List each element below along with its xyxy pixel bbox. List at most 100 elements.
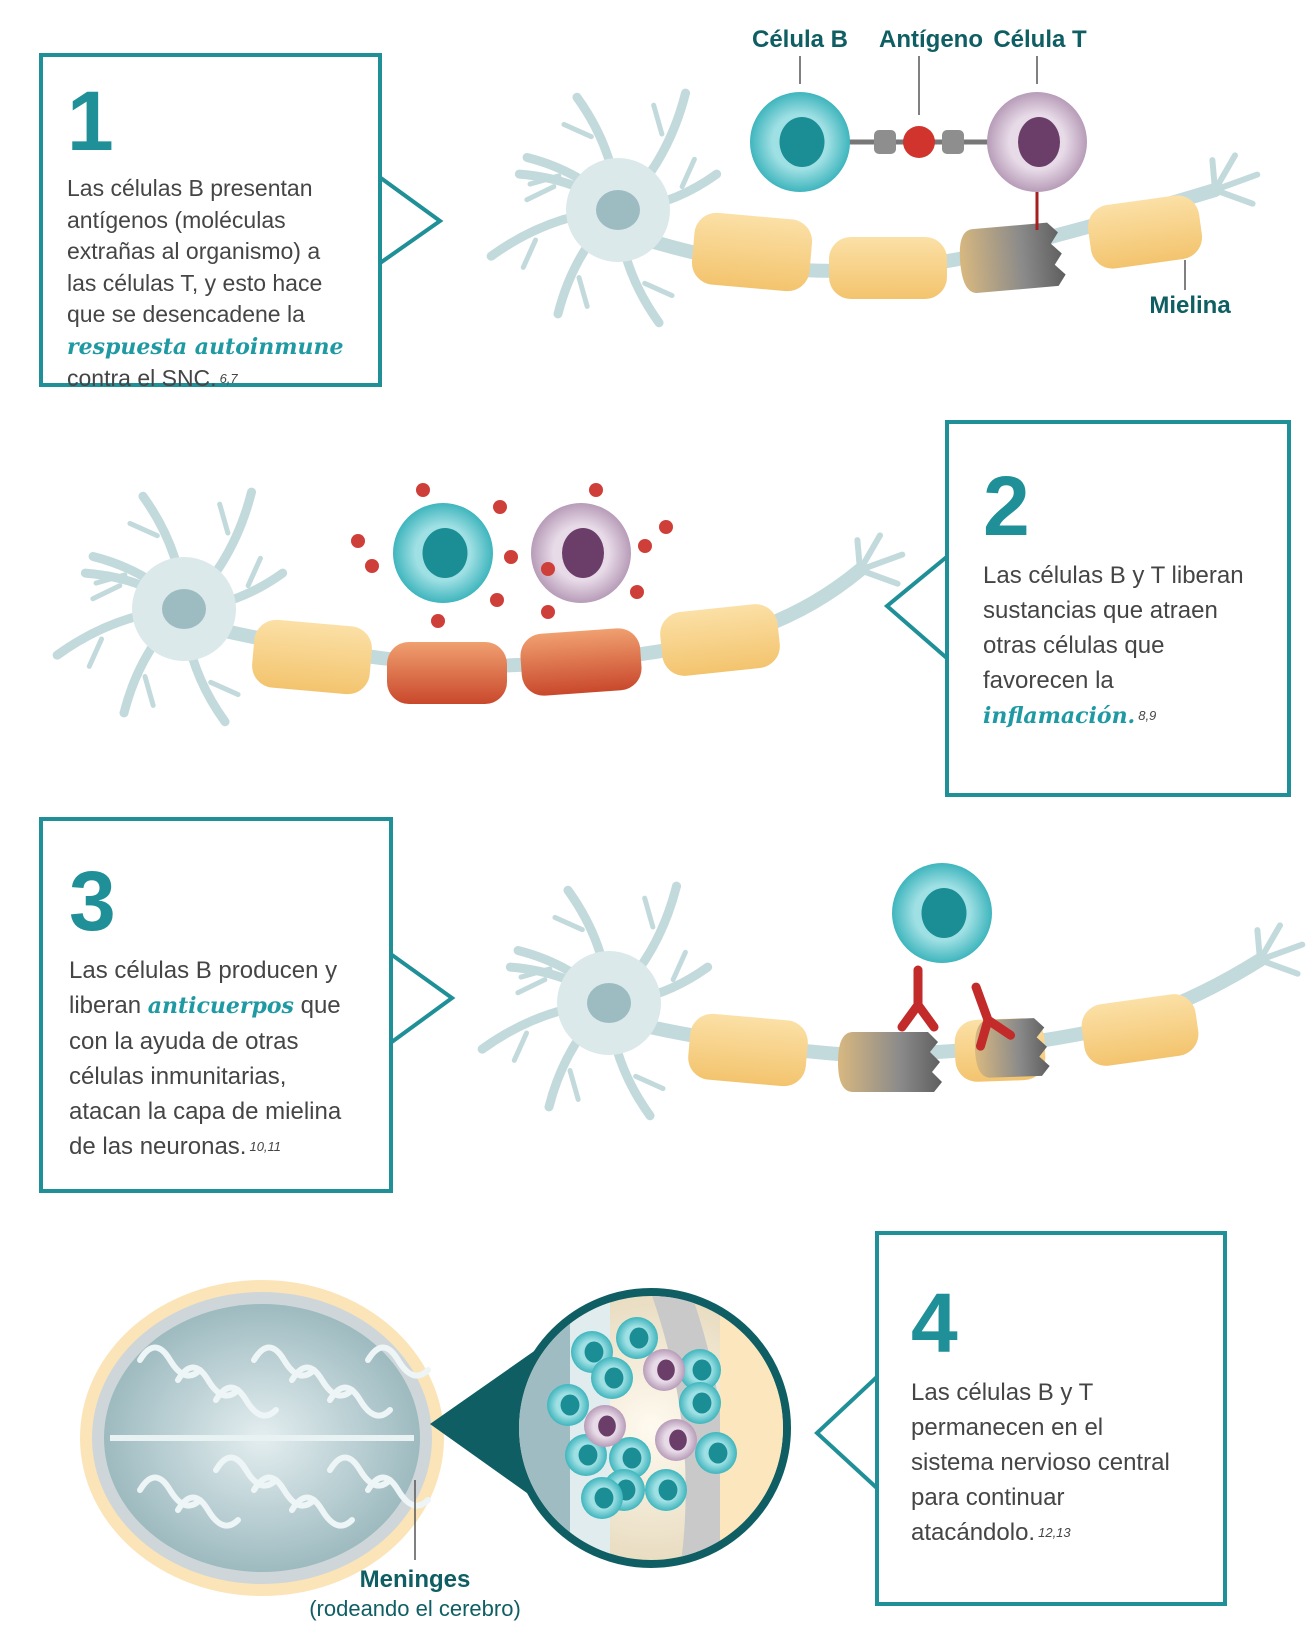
callout-4-pointer [814, 1373, 881, 1492]
t-cell-nucleus [1018, 117, 1060, 167]
axon-terminal [1212, 152, 1238, 193]
brain-gyrus [251, 1474, 317, 1509]
label-antigen: Antígeno [879, 26, 983, 53]
dendrite-branch [515, 977, 548, 996]
dendrite-branch [679, 156, 697, 190]
b-cell-nucleus [560, 1394, 580, 1416]
label-t-cell: Célula T [993, 26, 1087, 53]
step-1-callout: 1 Las células B presentan antígenos (mol… [39, 53, 382, 391]
cytokine-dot [365, 559, 379, 573]
cytokine-dot [493, 500, 507, 514]
axon-terminal [1212, 187, 1256, 207]
brain-gyrus [175, 1494, 241, 1529]
b-cell-nucleus [422, 528, 468, 578]
b-cell-nucleus [921, 888, 967, 938]
axon-terminal [1209, 157, 1218, 193]
step-2-callout: 2 Las células B y T liberan sustancias q… [945, 420, 1291, 797]
scene-4-brain-meninges [80, 1280, 791, 1596]
myelin-segment [387, 642, 507, 704]
axon-terminal [1212, 171, 1261, 193]
b-cell-nucleus [629, 1327, 649, 1349]
step-3-callout: 3 Las células B producen y liberan antic… [39, 817, 393, 1193]
callout-2-pointer [883, 553, 951, 662]
myelin-segment [691, 212, 813, 292]
dendrite-branch [86, 636, 105, 669]
step-number: 2 [983, 459, 1030, 553]
dendrite-branch [567, 1068, 581, 1102]
zoom-content [519, 1296, 783, 1560]
scene-3-antibodies [477, 863, 1306, 1121]
b-cell-nucleus [594, 1487, 614, 1509]
damaged-myelin [838, 1032, 942, 1092]
dendrite-branch [642, 280, 675, 299]
myelin-segment [520, 628, 642, 696]
step-text: Las células B producen y liberan [69, 957, 338, 1019]
brain-gyrus [289, 1494, 355, 1529]
cytokine-dot [541, 562, 555, 576]
dendrite-branch [576, 275, 590, 309]
myelin-segment [829, 237, 947, 299]
b-cell-nucleus [779, 117, 825, 167]
axon-terminal [1257, 922, 1283, 963]
b-cell-nucleus [708, 1442, 728, 1464]
step-text: Las células B presentan antígenos (moléc… [67, 175, 323, 327]
damaged-myelin-shape [838, 1032, 942, 1092]
reference: 6,7 [219, 371, 238, 386]
brain-gyrus [213, 1454, 279, 1489]
antibody [971, 982, 1016, 1051]
brain-gyrus [365, 1344, 431, 1379]
label-b-cell: Célula B [751, 26, 849, 53]
scene-1-antigen-presentation [486, 56, 1261, 328]
dendrite-branch [208, 679, 241, 698]
neuron-nucleus [587, 983, 631, 1023]
cytokine-dot [490, 593, 504, 607]
dendrite-branch [127, 520, 160, 539]
brain-gyrus [365, 1474, 431, 1509]
t-cell-nucleus [598, 1415, 616, 1437]
dendrite-branch [552, 914, 585, 933]
dendrite-branch [90, 583, 123, 602]
cytokine-dot [589, 483, 603, 497]
antigen [903, 126, 935, 158]
axon-terminal [857, 567, 901, 587]
antibody-shape [971, 982, 1016, 1051]
brain-gyrus [175, 1364, 241, 1399]
label-myelin: Mielina [1149, 292, 1231, 319]
myelin-segment [660, 604, 780, 676]
cytokine-dot [630, 585, 644, 599]
dendrite-branch [642, 895, 656, 930]
myelin-segment [688, 1013, 808, 1087]
brain-gyrus [137, 1474, 203, 1509]
dendrite-branch [524, 184, 557, 203]
cytokine-dot [351, 534, 365, 548]
antibody-shape [897, 965, 939, 1032]
highlight-term: anticuerpos [147, 993, 294, 1019]
step-4-callout: 4 Las células B y T permanecen en el sis… [875, 1231, 1227, 1606]
receptor [942, 130, 964, 154]
damaged-myelin-shape [959, 222, 1066, 293]
b-cell-nucleus [692, 1359, 712, 1381]
axon-terminal [854, 537, 863, 573]
cytokine-dot [638, 539, 652, 553]
axon-terminal [1257, 941, 1306, 963]
step-text-end: contra el SNC. [67, 365, 217, 391]
brain-gyrus [289, 1364, 355, 1399]
axon-terminal [1257, 957, 1301, 977]
reference: 8,9 [1138, 708, 1157, 723]
dendrite-branch [633, 1073, 666, 1092]
b-cell-nucleus [584, 1341, 604, 1363]
axon-terminal [1254, 927, 1263, 963]
callout-1-pointer [361, 163, 444, 277]
b-cell-nucleus [692, 1392, 712, 1414]
b-cell-nucleus [622, 1447, 642, 1469]
myelin-segment [1087, 195, 1203, 269]
damaged-myelin [959, 222, 1066, 293]
b-cell-nucleus [658, 1479, 678, 1501]
callout-3-pointer [372, 940, 456, 1057]
antibody [897, 965, 939, 1032]
step-number: 4 [911, 1276, 958, 1370]
step-text-end: que con la ayuda de otras células inmuni… [69, 992, 342, 1160]
cytokine-dot [504, 550, 518, 564]
highlight-term: respuesta autoinmune [67, 333, 344, 360]
